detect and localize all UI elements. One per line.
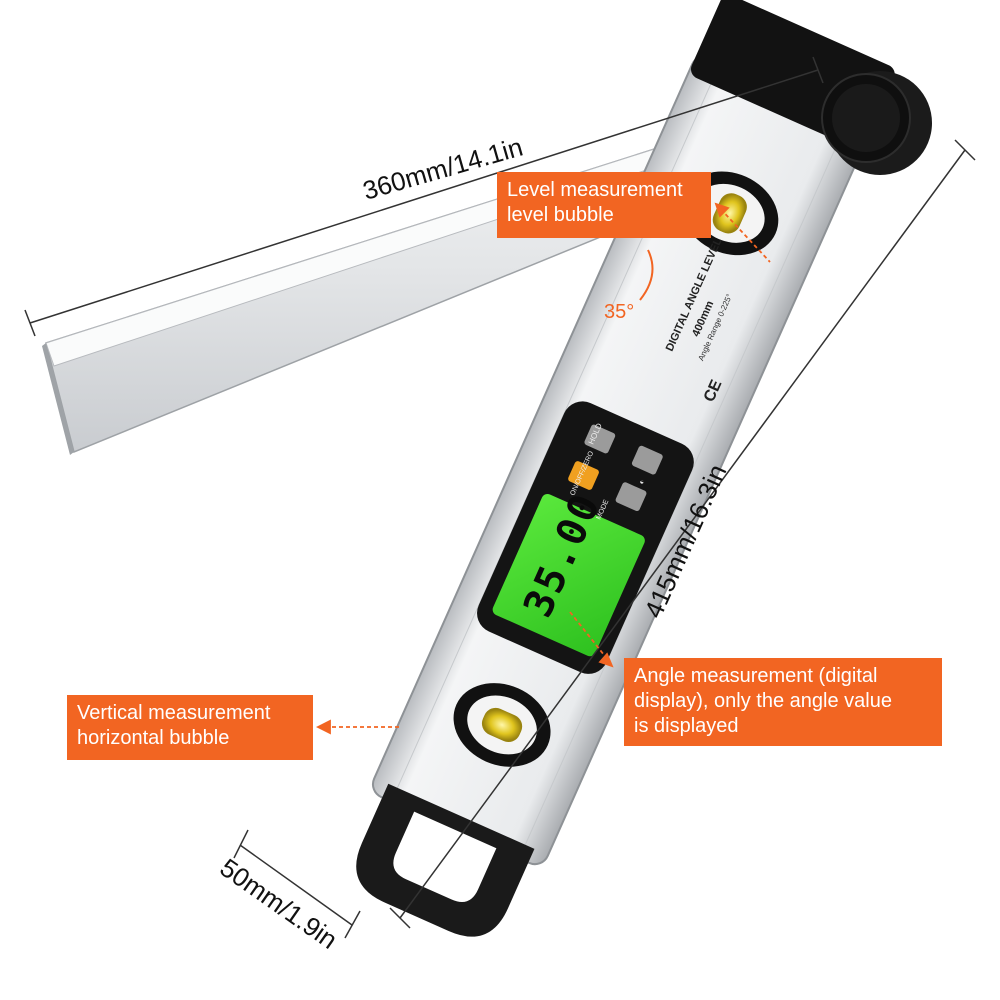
control-panel [477,401,694,674]
leader-level [714,202,771,263]
angle-arc [639,249,654,301]
dimension-line-length [389,139,976,929]
dimension-line-thickness [233,829,361,939]
lcd-button-hold[interactable] [583,424,616,455]
callout-vertical-bubble: Vertical measurement horizontal bubble [67,695,313,760]
label-backlight: ◐ [637,478,647,486]
level-body [356,0,895,937]
callout-level-bubble: Level measurement level bubble [497,172,711,238]
pivot-knob [821,71,932,175]
dimension-thickness-label: 50mm/1.9in [215,852,343,954]
angle-label: 35° [604,301,634,323]
leader-display [569,611,614,668]
lcd-button-on-off-zero[interactable] [567,460,600,491]
dimension-line-width [24,56,824,337]
lcd-screen [492,493,645,657]
lcd-button-backlight[interactable] [631,445,664,476]
callout-digital-display: Angle measurement (digital display), onl… [624,658,942,746]
leader-vertical [315,719,402,735]
lcd-button-mode[interactable] [615,481,648,512]
